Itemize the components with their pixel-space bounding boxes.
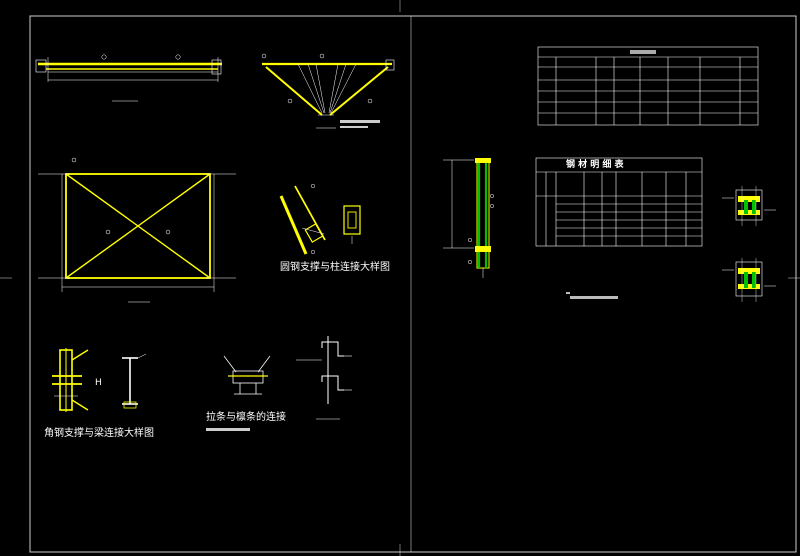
joint-detail-lower: [722, 258, 776, 302]
tie-purlin-detail-label: 拉条与檩条的连接: [206, 410, 286, 423]
round-brace-detail: [279, 183, 361, 255]
round-brace-detail-label: 圆钢支撑与柱连接大样图: [280, 260, 390, 273]
purlin-section: [296, 336, 352, 420]
x-braced-panel: [38, 157, 236, 303]
material-table: [535, 157, 703, 247]
tie-purlin-detail: [223, 355, 271, 395]
central-column: [443, 158, 495, 278]
material-table-title: 钢 材 明 细 表: [566, 158, 625, 170]
tie-purlin-underline: [206, 428, 250, 431]
inverted-truss: [261, 53, 395, 129]
note-bars: [566, 292, 618, 299]
section-mark-h: H: [95, 378, 102, 388]
beam-elevation: [35, 54, 222, 102]
angle-brace-detail-label: 角钢支撑与梁连接大样图: [44, 426, 154, 439]
top-right-table: [537, 46, 759, 126]
drawing-frame: [29, 15, 797, 553]
angle-brace-detail: H: [52, 348, 147, 412]
joint-detail-upper: [722, 186, 776, 226]
